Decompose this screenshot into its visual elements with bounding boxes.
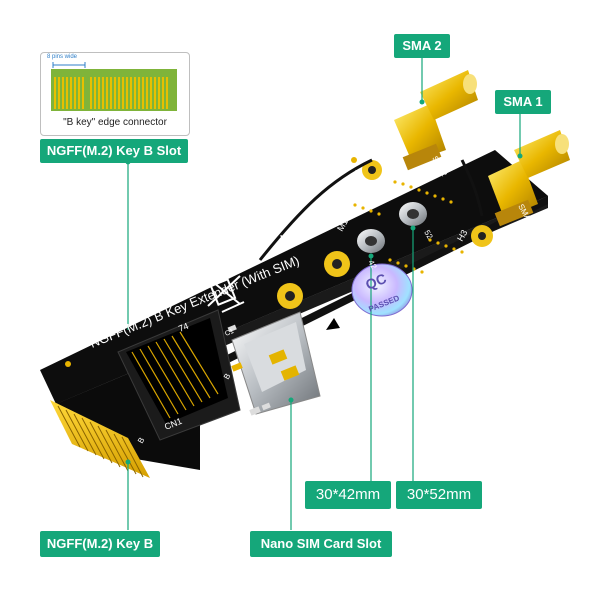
m2-slot	[117, 309, 241, 441]
sma1-connector	[488, 130, 570, 227]
silk-pin2: 2	[235, 387, 243, 398]
size-42-label: 30*42mm	[305, 481, 391, 509]
insert-arrow	[317, 316, 345, 342]
qc-text: QC	[363, 270, 388, 293]
pins-caption: 8 pins wide	[47, 54, 78, 60]
standoffs	[357, 202, 427, 253]
sim-slot-label: Nano SIM Card Slot	[250, 531, 392, 557]
weee-symbol	[207, 275, 245, 313]
callout-leader-lines	[127, 57, 521, 530]
edge-connector-callout: 8 pins wide "B key" edge connector	[40, 52, 190, 136]
silk-b-mark: B	[136, 436, 146, 445]
sma1-label: SMA 1	[495, 90, 551, 114]
slot-label: NGFF(M.2) Key B Slot	[40, 139, 188, 163]
size-52-label: 30*52mm	[396, 481, 482, 509]
pcb-board	[40, 150, 548, 470]
silk-c1: C1	[224, 328, 235, 338]
pad-dots	[353, 180, 464, 274]
key-b-label: NGFF(M.2) Key B	[40, 531, 160, 557]
sma2-connector	[394, 70, 478, 171]
silk-r1: R1	[260, 416, 271, 426]
qc-passed-sticker	[351, 263, 413, 317]
silk-h3: H3	[455, 228, 469, 243]
silk-pin74: 74	[177, 321, 190, 334]
silk-b-mark-2: B	[222, 372, 232, 381]
edge-connector-caption: "B key" edge connector	[63, 117, 167, 128]
sma2-label: SMA 2	[394, 34, 450, 58]
gold-edge-fingers	[50, 400, 150, 478]
coax-cables	[258, 158, 484, 261]
silk-h4: H4	[349, 168, 363, 183]
silk-sma2: SMA2	[430, 155, 449, 179]
nano-sim-slot	[231, 311, 321, 415]
edge-connector-diagram	[51, 62, 177, 111]
smd-components	[65, 157, 357, 416]
mounting-pads	[277, 160, 493, 309]
silk-led: LED1	[228, 425, 247, 438]
silk-cn2: CN2	[347, 336, 367, 352]
